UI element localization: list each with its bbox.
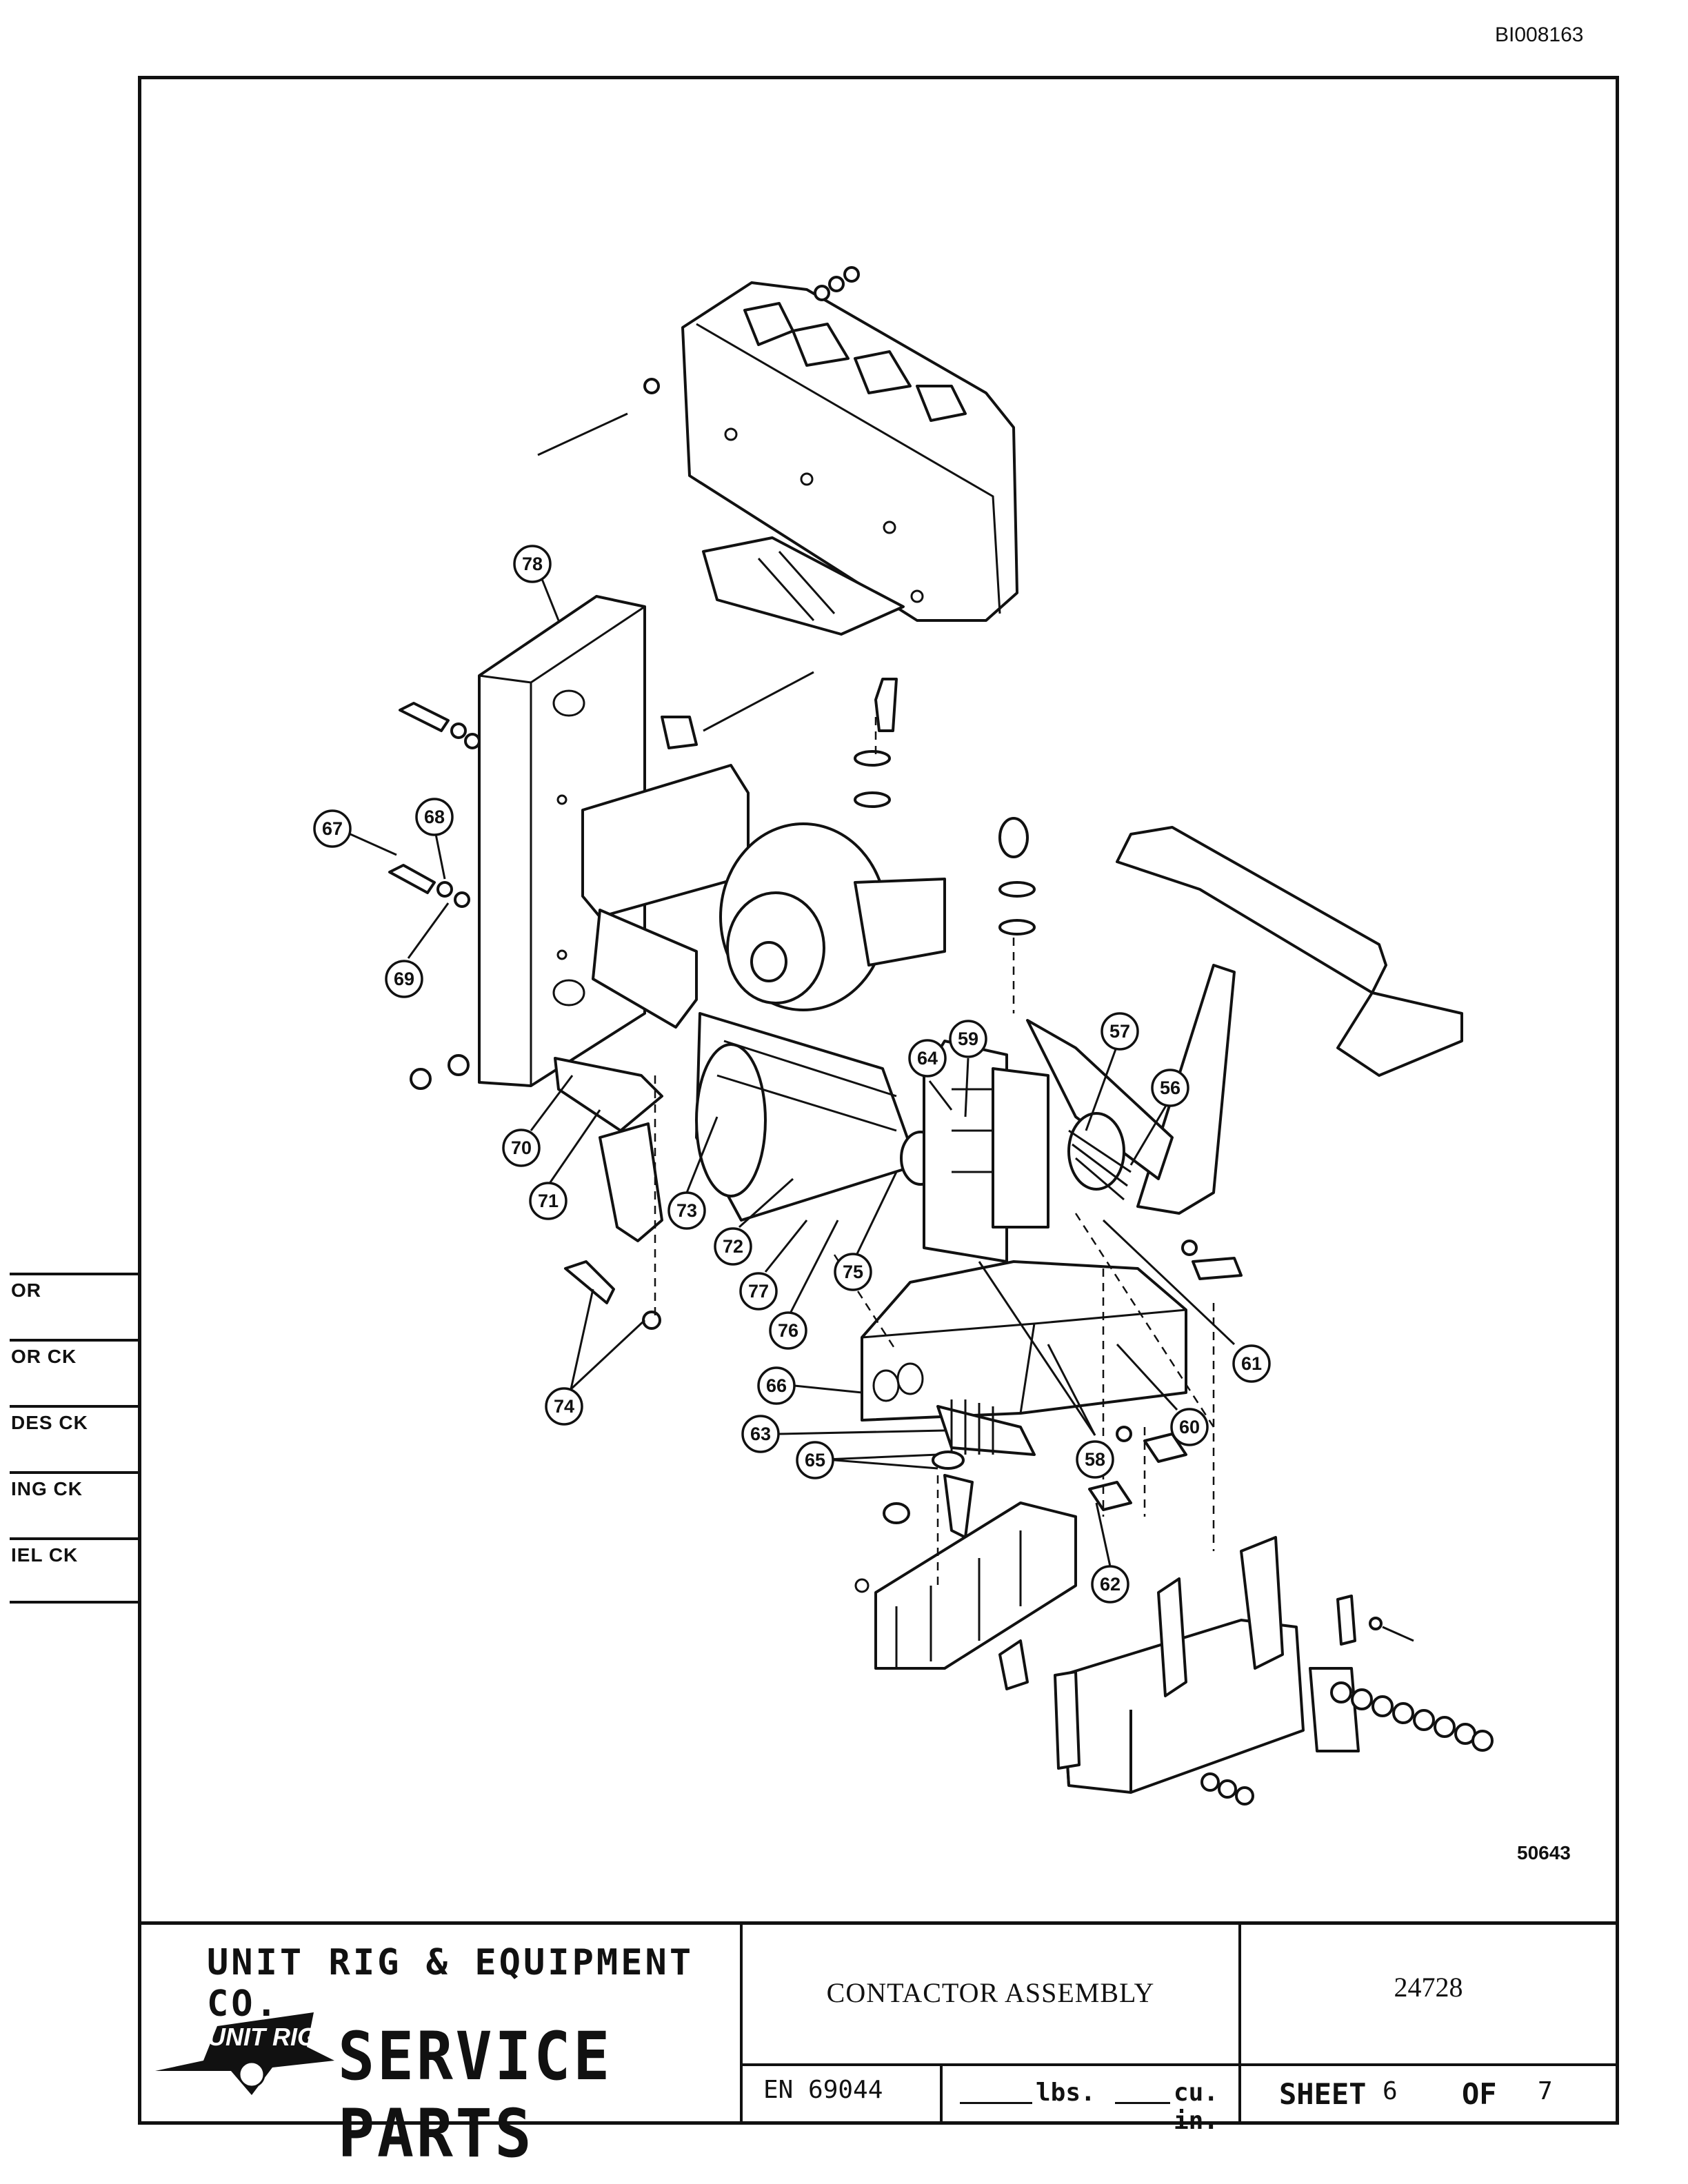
svg-text:78: 78	[522, 554, 543, 574]
svg-text:58: 58	[1085, 1449, 1105, 1470]
weight-blank	[960, 2102, 1032, 2104]
side-tab: ING CK	[10, 1471, 141, 1537]
callout-63: 63	[741, 1415, 780, 1453]
hardware-stack	[1200, 1617, 1494, 1806]
service-parts-heading: SERVICE PARTS	[338, 2018, 612, 2172]
callout-65: 65	[796, 1441, 834, 1479]
weight-volume-cell: lbs. cu. in.	[943, 2066, 1241, 2135]
volume-label: cu. in.	[1174, 2079, 1219, 2135]
drawing-number: 50643	[1517, 1842, 1571, 1863]
company-name: UNIT RIG & EQUIPMENT CO.	[207, 1942, 694, 2025]
callout-57: 57	[1101, 1012, 1139, 1051]
drawing-title: CONTACTOR ASSEMBLY	[826, 1977, 1155, 2008]
leader-lines	[350, 572, 1236, 1567]
callout-69: 69	[385, 960, 423, 998]
svg-text:66: 66	[766, 1375, 787, 1396]
svg-text:64: 64	[917, 1048, 938, 1069]
unit-rig-logo: UNIT RIG	[155, 2012, 334, 2095]
svg-text:77: 77	[748, 1281, 769, 1302]
svg-text:65: 65	[805, 1450, 825, 1470]
volume-blank	[1115, 2102, 1170, 2104]
callout-59: 59	[949, 1020, 987, 1058]
fasteners-left	[388, 671, 1243, 1511]
callout-75: 75	[834, 1253, 872, 1291]
svg-text:56: 56	[1160, 1078, 1180, 1098]
svg-text:68: 68	[424, 807, 445, 827]
svg-text:60: 60	[1179, 1417, 1200, 1437]
arc-chute-cover	[537, 266, 1018, 636]
contact-lever	[923, 817, 1463, 1263]
callout-76: 76	[769, 1311, 807, 1350]
side-tab: OR CK	[10, 1339, 141, 1405]
svg-text:57: 57	[1109, 1021, 1130, 1042]
weight-label: lbs.	[1036, 2079, 1096, 2107]
callout-67: 67	[313, 809, 352, 848]
title-cell: CONTACTOR ASSEMBLY	[743, 1921, 1241, 2066]
of-label: OF	[1462, 2077, 1497, 2111]
auxiliary-contact-block	[854, 1502, 1077, 1690]
part-number: 24728	[1394, 1972, 1463, 2003]
exploded-view-drawing: 78 67 68 69 70 71 73 72 77 76 75 64 59 5…	[313, 266, 1494, 1806]
side-tab: DES CK	[10, 1405, 141, 1471]
svg-text:73: 73	[676, 1200, 697, 1221]
svg-text:76: 76	[778, 1320, 798, 1341]
callout-64: 64	[908, 1039, 947, 1078]
callout-78: 78	[513, 545, 552, 583]
callout-70: 70	[502, 1129, 541, 1167]
sheet-number: 6	[1383, 2077, 1398, 2105]
revision-side-tabs: OR OR CK DES CK ING CK IEL CK	[10, 1273, 141, 1604]
callout-60: 60	[1170, 1408, 1209, 1446]
callout-61: 61	[1232, 1344, 1271, 1383]
callout-73: 73	[667, 1191, 706, 1230]
side-tab: OR	[10, 1273, 141, 1339]
en-number: EN 69044	[763, 2076, 883, 2104]
callout-74: 74	[545, 1387, 583, 1426]
callout-77: 77	[739, 1272, 778, 1311]
company-cell: UNIT RIG & EQUIPMENT CO. UNIT RIG SERVIC…	[141, 1921, 743, 2172]
callout-58: 58	[1076, 1440, 1114, 1479]
callout-66: 66	[757, 1366, 796, 1405]
svg-text:67: 67	[322, 818, 343, 839]
armature-bracket	[554, 909, 698, 1242]
side-tab: IEL CK	[10, 1537, 141, 1604]
svg-text:72: 72	[723, 1236, 743, 1257]
callout-68: 68	[415, 798, 454, 836]
svg-text:63: 63	[750, 1424, 771, 1444]
magnet-coil-assembly	[581, 678, 946, 1222]
svg-text:74: 74	[554, 1396, 574, 1417]
svg-text:61: 61	[1241, 1353, 1262, 1374]
svg-text:UNIT RIG: UNIT RIG	[208, 2023, 316, 2051]
total-sheets: 7	[1538, 2077, 1553, 2105]
callout-72: 72	[714, 1227, 752, 1266]
sheet-cell: SHEET 6 OF 7	[1241, 2066, 1616, 2121]
sheet-label: SHEET	[1279, 2077, 1367, 2111]
callout-71: 71	[529, 1182, 567, 1220]
title-block: UNIT RIG & EQUIPMENT CO. UNIT RIG SERVIC…	[141, 1921, 1616, 2172]
part-number-cell: 24728	[1241, 1921, 1616, 2066]
svg-text:62: 62	[1100, 1574, 1121, 1595]
svg-text:71: 71	[538, 1191, 559, 1211]
svg-text:70: 70	[511, 1138, 532, 1158]
title-block-border	[141, 1921, 1616, 2121]
base-bracket	[861, 1260, 1187, 1539]
drawing-frame	[138, 76, 1619, 2125]
en-number-cell: EN 69044	[743, 2066, 943, 2121]
callout-62: 62	[1091, 1565, 1129, 1604]
document-id: BI008163	[1495, 23, 1584, 46]
svg-text:69: 69	[394, 969, 414, 989]
svg-text:59: 59	[958, 1029, 978, 1049]
callout-56: 56	[1151, 1069, 1189, 1107]
svg-text:75: 75	[843, 1262, 863, 1282]
